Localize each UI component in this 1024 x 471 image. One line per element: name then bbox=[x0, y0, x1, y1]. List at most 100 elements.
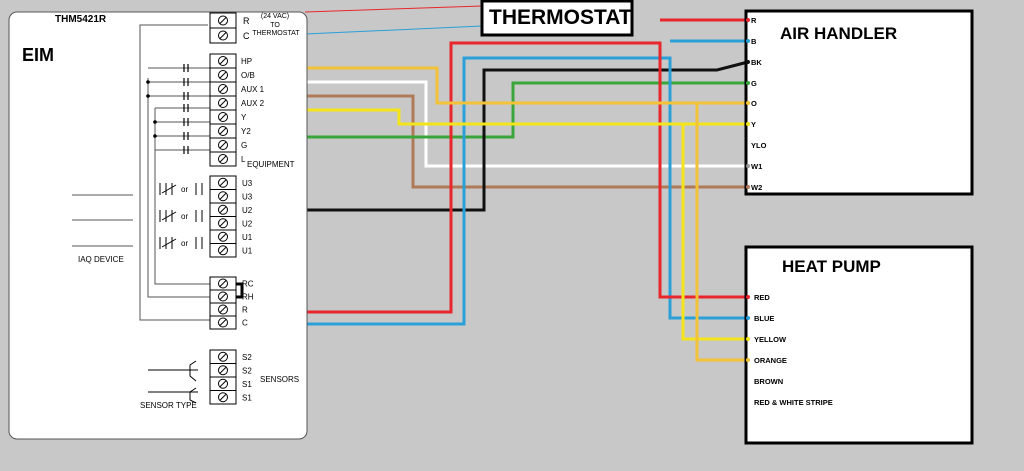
thermostat-box: THERMOSTAT bbox=[480, 0, 634, 37]
air-handler-terminal: O bbox=[751, 99, 757, 108]
equipment-terminal-screw bbox=[218, 140, 228, 150]
equipment-terminal-screw bbox=[218, 84, 228, 94]
eim-title: EIM bbox=[22, 45, 54, 65]
wire-black bbox=[240, 60, 749, 212]
rc-rh-jumper bbox=[236, 282, 244, 299]
equipment-terminal-label: Y2 bbox=[241, 127, 251, 136]
air-handler-terminal: G bbox=[751, 79, 757, 88]
relay-symbol: or bbox=[159, 210, 203, 222]
equipment-terminal-label: L bbox=[241, 155, 246, 164]
u-terminal-label: U2 bbox=[242, 206, 253, 215]
r-terminal-screw bbox=[218, 317, 228, 328]
power-note: (24 VAC) TO THERMOSTAT bbox=[252, 13, 300, 37]
wire-green bbox=[248, 81, 748, 139]
heat-pump-terminal: RED & WHITE STRIPE bbox=[754, 398, 833, 407]
u-terminal-screw bbox=[218, 191, 228, 202]
eim-panel: THM5421R EIM R C (24 VAC) TO THERMOS bbox=[8, 11, 308, 440]
power-terminal-label: R bbox=[243, 16, 250, 26]
r-terminal-label: RC bbox=[242, 280, 254, 289]
r-terminal-screw bbox=[218, 291, 228, 302]
equipment-terminal-label: Y bbox=[241, 113, 247, 122]
air-handler-terminal: BK bbox=[751, 58, 762, 67]
sensor-terminal-screw bbox=[218, 378, 228, 389]
sensor-leads bbox=[148, 360, 198, 404]
u-terminal-label: U3 bbox=[242, 179, 253, 188]
wire-brown bbox=[268, 94, 748, 189]
air-handler-terminal: W2 bbox=[751, 183, 762, 192]
eim-equip-bus bbox=[148, 67, 210, 151]
or-label: or bbox=[181, 185, 188, 194]
heat-pump-terminal: BROWN bbox=[754, 377, 783, 386]
r-terminal-screw bbox=[218, 278, 228, 289]
u-terminal-screw bbox=[218, 231, 228, 242]
air-handler-terminal: R bbox=[751, 16, 757, 25]
iaq-label: IAQ DEVICE bbox=[78, 255, 124, 264]
or-label: or bbox=[181, 212, 188, 221]
eim-junction-dots bbox=[146, 80, 157, 138]
r-terminal-label: R bbox=[242, 306, 248, 315]
eim-relay-contacts bbox=[183, 64, 189, 154]
equipment-terminal-label: G bbox=[241, 141, 247, 150]
sensor-terminal-label: S2 bbox=[242, 366, 252, 375]
sensor-terminal-screw bbox=[218, 365, 228, 376]
iaq-device bbox=[72, 194, 133, 247]
heat-pump-box: HEAT PUMP RED BLUE YELLOW ORANGE BROWN RED & … bbox=[744, 245, 974, 445]
r-terminal-screw bbox=[218, 304, 228, 315]
sensor-terminal-screw bbox=[218, 351, 228, 362]
relay-symbol: or bbox=[159, 237, 203, 249]
equipment-terminal-label: AUX 2 bbox=[241, 99, 265, 108]
heat-pump-terminal: RED bbox=[754, 293, 770, 302]
power-terminal-label: C bbox=[243, 31, 250, 41]
equipment-terminal-screw bbox=[218, 154, 228, 164]
u-terminal-label: U1 bbox=[242, 246, 253, 255]
heat-pump-title: HEAT PUMP bbox=[782, 257, 881, 276]
thermostat-lead-red bbox=[304, 5, 483, 13]
heat-pump-terminal: ORANGE bbox=[754, 356, 787, 365]
r-terminal-label: C bbox=[242, 319, 248, 328]
u-terminal-label: U2 bbox=[242, 219, 253, 228]
air-handler-terminal: YLO bbox=[751, 141, 767, 150]
equipment-terminal-screw bbox=[218, 56, 228, 66]
air-handler-terminal: W1 bbox=[751, 162, 762, 171]
equipment-terminal-label: O/B bbox=[241, 71, 255, 80]
air-handler-terminal: B bbox=[751, 37, 757, 46]
equipment-terminal-screw bbox=[218, 112, 228, 122]
air-handler-title: AIR HANDLER bbox=[780, 24, 897, 43]
or-label: or bbox=[181, 239, 188, 248]
eim-model: THM5421R bbox=[55, 14, 107, 25]
eim-rc-link bbox=[147, 78, 210, 298]
sensors-label: SENSORS bbox=[260, 375, 299, 384]
equipment-terminal-screw bbox=[218, 70, 228, 80]
equipment-terminal-screw bbox=[218, 98, 228, 108]
u-terminal-label: U3 bbox=[242, 192, 253, 201]
wire-orange bbox=[250, 66, 748, 362]
wires bbox=[240, 18, 749, 362]
equipment-terminal-screw bbox=[218, 126, 228, 136]
u-terminal-screw bbox=[218, 245, 228, 256]
thermostat-title: THERMOSTAT bbox=[489, 6, 632, 29]
u-terminal-screw bbox=[218, 177, 228, 188]
equipment-terminal-label: AUX 1 bbox=[241, 85, 265, 94]
u-terminal-label: U1 bbox=[242, 233, 253, 242]
thermostat-leads bbox=[304, 5, 483, 35]
wire-yellow bbox=[250, 108, 748, 341]
sensor-terminal-screw bbox=[218, 392, 228, 403]
power-terminal-block: R C bbox=[209, 12, 250, 44]
eim-rh-link bbox=[154, 108, 210, 285]
u-terminal-screw bbox=[218, 204, 228, 215]
heat-pump-terminal: YELLOW bbox=[754, 335, 787, 344]
thermostat-lead-blue bbox=[304, 25, 483, 35]
heat-pump-terminal: BLUE bbox=[754, 314, 774, 323]
equipment-terminal-label: HP bbox=[241, 57, 252, 66]
sensor-terminal-label: S2 bbox=[242, 353, 252, 362]
u-terminal-screw bbox=[218, 218, 228, 229]
eim-inner-outline bbox=[139, 24, 210, 321]
sensor-terminal-label: S1 bbox=[242, 380, 252, 389]
equipment-label: EQUIPMENT bbox=[247, 160, 295, 169]
sensor-terminal-label: S1 bbox=[242, 393, 252, 402]
